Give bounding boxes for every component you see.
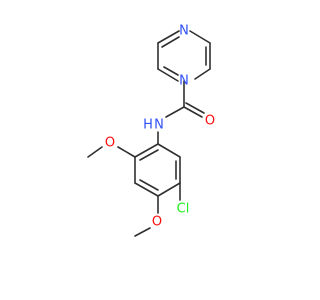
atom-o-methoxy-lower: O (152, 215, 162, 230)
bonds (87, 30, 211, 237)
bond (185, 102, 205, 114)
bond (139, 149, 159, 161)
bond (134, 182, 159, 197)
atom-n-pyrazine-top: N (179, 24, 189, 39)
atom-cl: Cl (177, 202, 190, 217)
atom-o-carbonyl: O (205, 114, 215, 129)
atom-labels: N N H N O O Cl O (105, 24, 215, 230)
bond (157, 30, 180, 44)
bond (157, 68, 179, 82)
bond (134, 143, 159, 158)
molecule-diagram: N N H N O O Cl O (87, 24, 215, 237)
bond (183, 106, 203, 118)
bond (157, 143, 181, 158)
bond (157, 182, 181, 197)
bond (189, 30, 211, 44)
bond (194, 68, 211, 80)
atom-n-amide: N (154, 118, 164, 133)
atom-n-pyrazine-bottom: N (179, 74, 189, 89)
atom-h-amide: H (143, 118, 153, 133)
bond (134, 227, 151, 237)
bond (139, 179, 159, 191)
bond (161, 36, 180, 48)
bond (87, 146, 103, 158)
atom-o-methoxy-upper: O (105, 136, 115, 151)
bond (165, 106, 185, 118)
bond (117, 146, 136, 158)
bond (163, 66, 179, 76)
